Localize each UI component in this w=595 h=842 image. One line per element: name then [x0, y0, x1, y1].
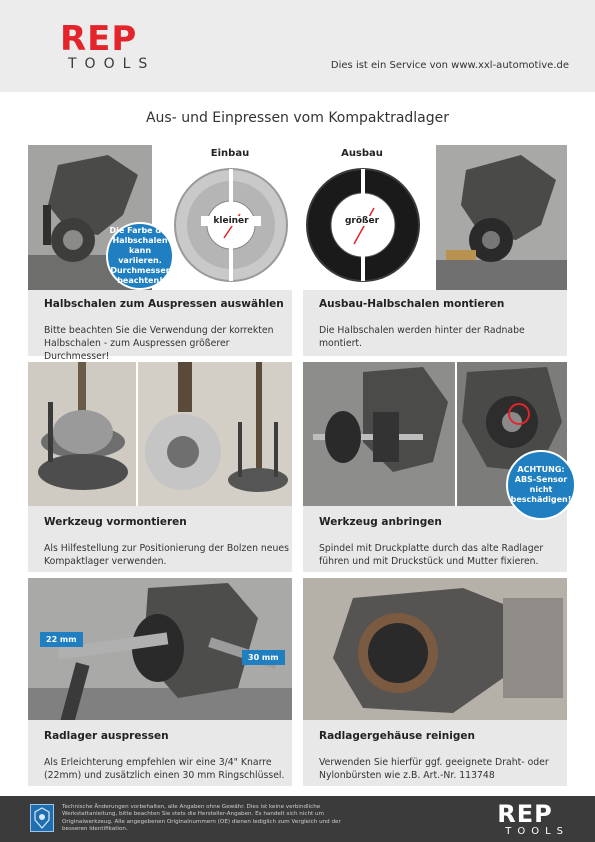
- footer-logo-main: REP: [497, 800, 553, 828]
- info-bubble-color: Die Farbe der Halbschalen kann variieren…: [106, 222, 174, 290]
- step-3-title: Werkzeug vormontieren: [44, 516, 187, 528]
- photo-tool-premount-1: [28, 362, 136, 506]
- step-panel-2: [303, 290, 567, 356]
- step-6-text: Verwenden Sie hierfür ggf. geeignete Dra…: [319, 757, 549, 781]
- footer-logo-sub: TOOLS: [505, 826, 569, 837]
- step-3-caption: Werkzeug vormontieren Als Hilfestellung …: [44, 516, 289, 568]
- step-5-caption: Radlager auspressen Als Erleichterung em…: [44, 730, 289, 782]
- photo-press-out: [28, 578, 292, 720]
- label-kleiner: kleiner: [201, 216, 261, 226]
- step-5-title: Radlager auspressen: [44, 730, 169, 742]
- service-text: Dies ist ein Service von www.xxl-automot…: [330, 60, 569, 71]
- step-2-text: Die Halbschalen werden hinter der Radnab…: [319, 325, 525, 349]
- step-1-text: Bitte beachten Sie die Verwendung der ko…: [44, 325, 274, 362]
- logo-sub-text: TOOLS: [68, 56, 156, 72]
- step-panel-6: [303, 720, 567, 786]
- step-panel-1: [28, 290, 292, 356]
- step-panel-4: [303, 506, 567, 572]
- footer-logo: REP TOOLS: [497, 802, 569, 838]
- step-3-text: Als Hilfestellung zur Positionierung der…: [44, 543, 289, 567]
- label-einbau: Einbau: [210, 148, 250, 159]
- logo-main-text: REP: [60, 19, 138, 59]
- step-panel-5: [28, 720, 292, 786]
- step-panel-3: [28, 506, 292, 572]
- step-5-text: Als Erleichterung empfehlen wir eine 3/4…: [44, 757, 285, 781]
- step-4-text: Spindel mit Druckplatte durch das alte R…: [319, 543, 544, 567]
- step-4-title: Werkzeug anbringen: [319, 516, 442, 528]
- page-header: REP TOOLS Dies ist ein Service von www.x…: [0, 0, 595, 92]
- tag-30mm: 30 mm: [242, 650, 285, 665]
- photo-mount-shells: [436, 145, 567, 290]
- tag-22mm: 22 mm: [40, 632, 83, 647]
- photo-clean-housing: [303, 578, 567, 720]
- photo-tool-premount-2: [138, 362, 292, 506]
- label-groesser: größer: [334, 216, 390, 226]
- step-1-title: Halbschalen zum Auspressen auswählen: [44, 298, 284, 310]
- warning-bubble-abs: ACHTUNG: ABS-Sensor nicht beschädigen!: [506, 450, 576, 520]
- page-footer: Technische Änderungen vorbehalten, alle …: [0, 796, 595, 842]
- step-6-caption: Radlagergehäuse reinigen Verwenden Sie h…: [319, 730, 564, 782]
- step-2-caption: Ausbau-Halbschalen montieren Die Halbsch…: [319, 298, 564, 350]
- disclaimer-text: Technische Änderungen vorbehalten, alle …: [62, 804, 341, 833]
- step-6-title: Radlagergehäuse reinigen: [319, 730, 475, 742]
- step-4-caption: Werkzeug anbringen Spindel mit Druckplat…: [319, 516, 564, 568]
- step-1-caption: Halbschalen zum Auspressen auswählen Bit…: [44, 298, 289, 363]
- rep-tools-logo: REP TOOLS: [60, 22, 155, 72]
- page-title: Aus- und Einpressen vom Kompaktradlager: [145, 110, 450, 126]
- quality-seal-icon: [30, 804, 54, 832]
- photo-tool-attach-1: [303, 362, 455, 506]
- step-2-title: Ausbau-Halbschalen montieren: [319, 298, 505, 310]
- label-ausbau: Ausbau: [341, 148, 383, 159]
